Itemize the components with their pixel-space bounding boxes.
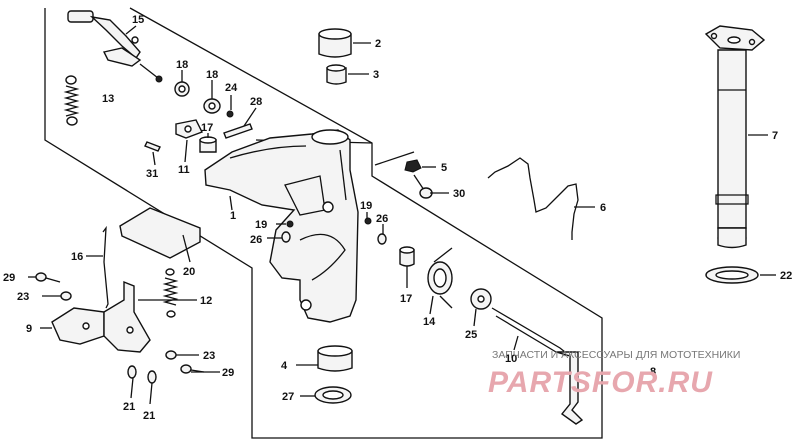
spring-part	[162, 268, 179, 318]
bushing-part	[203, 98, 221, 114]
watermark: ЗАПЧАСТИ И АКСЕССУАРЫ ДЛЯ МОТОТЕХНИКИ PA…	[488, 349, 740, 399]
nut-part	[404, 159, 422, 173]
callout-19: 19	[360, 200, 372, 212]
bushing-part	[174, 81, 190, 97]
collar-part	[199, 136, 217, 153]
frame-outline	[374, 151, 415, 166]
wire-spring-part	[487, 157, 579, 240]
callout-23: 23	[203, 350, 215, 362]
callout-13: 13	[102, 93, 114, 105]
leader-lines	[28, 25, 776, 405]
callout-11: 11	[178, 164, 190, 176]
bushing-part	[317, 345, 353, 372]
spring-part	[63, 75, 80, 126]
callout-31: 31	[146, 168, 158, 180]
callout-29: 29	[3, 272, 15, 284]
lever-part	[67, 10, 163, 83]
callout-8: 8	[650, 366, 656, 378]
callout-27: 27	[282, 391, 294, 403]
pin-part	[223, 123, 253, 139]
bolt-part	[35, 272, 61, 283]
callout-18: 18	[206, 69, 218, 81]
callout-21: 21	[123, 401, 135, 413]
callout-6: 6	[600, 202, 606, 214]
washer-part	[165, 350, 177, 360]
callout-17: 17	[201, 122, 213, 134]
collar-part	[399, 246, 415, 267]
clip-part	[364, 217, 372, 225]
screw-part	[281, 231, 291, 243]
callout-1: 1	[230, 210, 236, 222]
callout-22: 22	[780, 270, 792, 282]
callout-26: 26	[376, 213, 388, 225]
callout-19: 19	[255, 219, 267, 231]
callout-30: 30	[453, 188, 465, 200]
plate-part	[119, 207, 201, 259]
washer-part	[705, 266, 759, 284]
callout-15: 15	[132, 14, 144, 26]
swivel-bracket-part	[204, 129, 359, 323]
callout-12: 12	[200, 295, 212, 307]
callout-14: 14	[423, 316, 436, 328]
callout-17: 17	[400, 293, 412, 305]
tilt-lever-part	[51, 280, 151, 353]
callout-21: 21	[143, 410, 155, 422]
callout-labels: 1 2 3 4 5 6 7 8 9 10 11 12 13 14 15 16 1…	[3, 14, 792, 422]
block-part	[175, 119, 203, 139]
sleeve-part	[326, 64, 347, 85]
callout-9: 9	[26, 323, 32, 335]
watermark-subtitle: ЗАПЧАСТИ И АКСЕССУАРЫ ДЛЯ МОТОТЕХНИКИ	[492, 349, 740, 361]
callout-20: 20	[183, 266, 195, 278]
callout-28: 28	[250, 96, 262, 108]
callout-4: 4	[281, 360, 288, 372]
washer-part	[470, 288, 492, 310]
callout-23: 23	[17, 291, 29, 303]
callout-3: 3	[373, 69, 379, 81]
watermark-brand: PARTSFOR.RU	[488, 366, 713, 399]
bolt-part	[413, 174, 433, 199]
clip-part	[226, 110, 234, 118]
callout-24: 24	[225, 82, 238, 94]
callout-29: 29	[222, 367, 234, 379]
clip-part	[127, 365, 157, 384]
torsion-spring-part	[427, 247, 453, 309]
callout-2: 2	[375, 38, 381, 50]
pin-part	[144, 141, 161, 152]
frame-outline	[44, 7, 603, 439]
callout-18: 18	[176, 59, 188, 71]
screw-part	[377, 233, 387, 245]
callout-5: 5	[441, 162, 447, 174]
callout-10: 10	[505, 353, 517, 365]
clip-part	[286, 220, 294, 228]
callout-16: 16	[71, 251, 83, 263]
tilt-rod-part	[491, 307, 584, 425]
bushing-part	[318, 28, 352, 58]
ring-part	[314, 386, 352, 404]
callout-26: 26	[250, 234, 262, 246]
steering-shaft-part	[704, 25, 766, 249]
callout-25: 25	[465, 329, 477, 341]
washer-part	[60, 291, 72, 301]
callout-7: 7	[772, 130, 778, 142]
rod-part	[102, 225, 109, 309]
